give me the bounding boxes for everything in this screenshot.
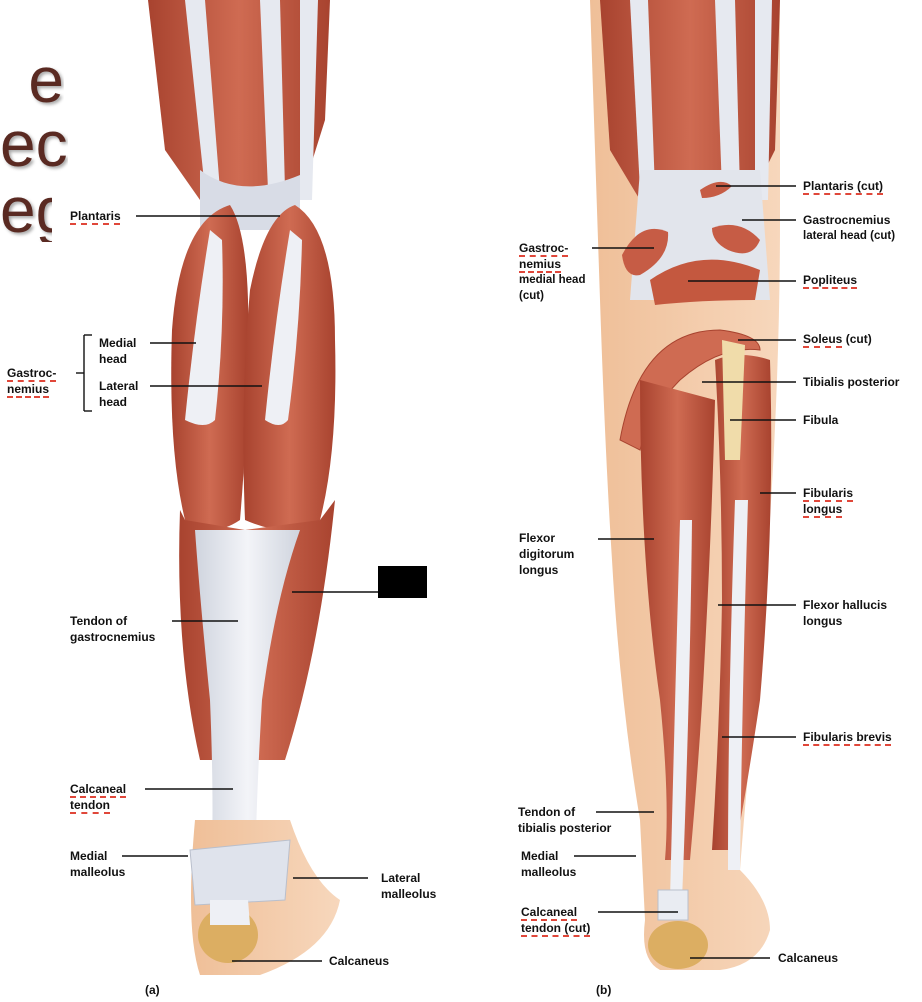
- label-tendon-of-tibialis-posterior: Tendon of tibialis posterior: [518, 805, 612, 835]
- label-gastrocnemius-lateral-sub: lateral head (cut): [803, 230, 896, 242]
- label-tendon-of-gastrocnemius: Tendon of gastrocnemius: [70, 614, 156, 644]
- label-calcaneal-tendon: Calcaneal tendon: [70, 782, 127, 812]
- label-soleus-cut: Soleus (cut): [803, 331, 872, 347]
- label-flexor-hallucis-longus: Flexor hallucis longus: [803, 598, 888, 628]
- label-medial-malleolus-a: Medial malleolus: [70, 849, 126, 879]
- panel-b-leader-lines: [574, 185, 796, 959]
- label-soleus-cut-suffix: (cut): [842, 332, 872, 346]
- label-gastrocnemius-medial-sub: medial head (cut): [519, 274, 586, 302]
- label-lateral-malleolus: Lateral malleolus: [381, 871, 437, 901]
- panel-label-b: (b): [596, 983, 612, 997]
- label-gastrocnemius: Gastroc- nemius: [7, 366, 57, 396]
- slide-title-fragment-2: ect: [0, 112, 68, 176]
- slide-title-fragment-1: e: [28, 48, 64, 112]
- label-plantaris-cut-text: Plantaris (cut): [803, 179, 884, 193]
- label-plantaris-cut: Plantaris (cut): [803, 178, 883, 194]
- label-fibularis-brevis: Fibularis brevis: [803, 730, 892, 744]
- label-fibula: Fibula: [803, 413, 839, 427]
- label-gastrocnemius-medial-title: Gastroc- nemius: [519, 241, 569, 271]
- redacted-label-box: [378, 566, 427, 598]
- panel-label-a: (a): [145, 983, 160, 997]
- label-medial-head: Medial head: [99, 336, 137, 366]
- label-lateral-head: Lateral head: [99, 379, 139, 409]
- panel-a-leader-lines: [76, 215, 378, 962]
- label-soleus-text: Soleus: [803, 332, 843, 346]
- label-gastrocnemius-lateral-title: Gastrocnemius: [803, 213, 891, 227]
- label-plantaris: Plantaris: [70, 209, 121, 223]
- label-calcaneal-tendon-cut: Calcaneal tendon (cut): [521, 905, 591, 935]
- label-popliteus: Popliteus: [803, 273, 858, 287]
- label-flexor-digitorum-longus: Flexor digitorum longus: [519, 531, 575, 577]
- label-fibularis-longus: Fibularis longus: [803, 486, 854, 516]
- label-calcaneus-a: Calcaneus: [329, 954, 390, 968]
- panel-a-leg: [148, 0, 340, 975]
- label-medial-malleolus-b: Medial malleolus: [521, 849, 577, 879]
- slide-title-fragment-3: eg: [0, 178, 52, 242]
- label-tibialis-posterior: Tibialis posterior: [803, 375, 900, 389]
- panel-b-leg: [590, 0, 780, 970]
- label-calcaneus-b: Calcaneus: [778, 951, 839, 965]
